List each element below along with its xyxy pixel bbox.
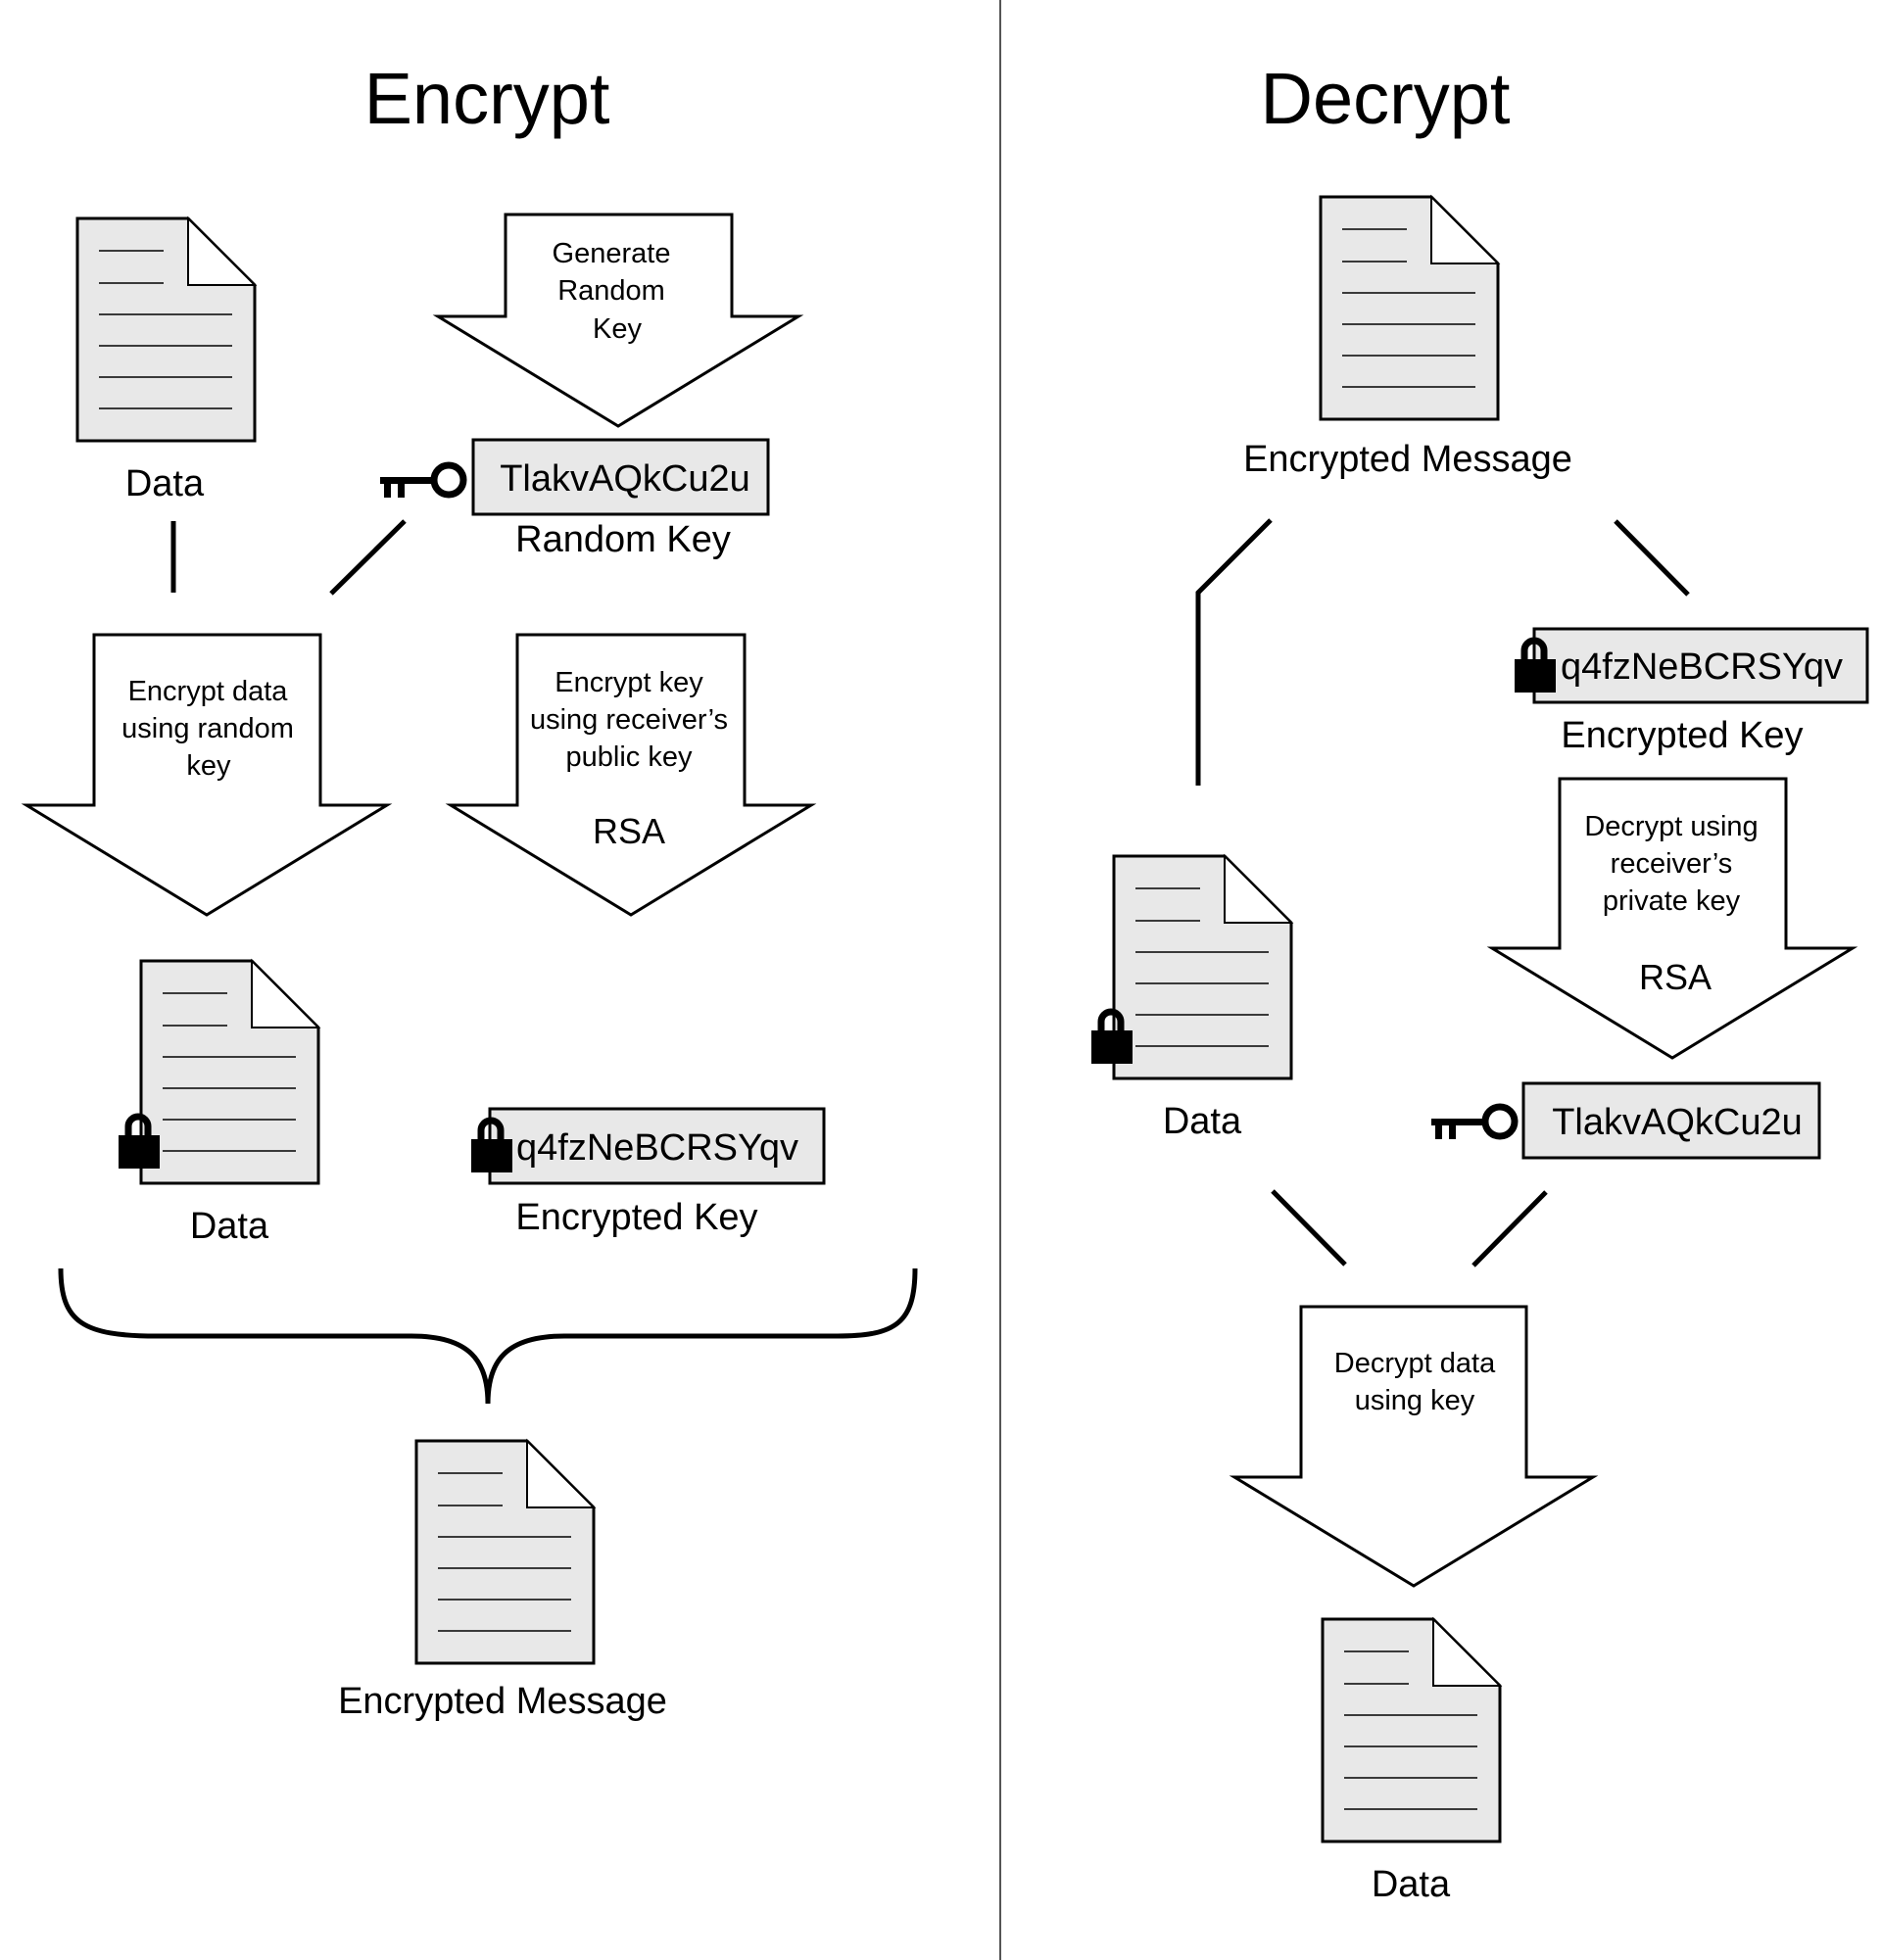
decrypt-key-arrow — [1486, 777, 1858, 1060]
key-icon — [1431, 1107, 1515, 1139]
decrypt-key-line-3: private key — [1603, 885, 1741, 917]
decrypt-encrypted-key-box — [1532, 627, 1869, 704]
encrypted-data-label: Data — [190, 1206, 269, 1247]
connector-line — [329, 519, 407, 596]
decrypt-output-label: Data — [1372, 1864, 1451, 1905]
random-key-label: Random Key — [515, 519, 731, 560]
key-icon — [380, 465, 463, 498]
encrypt-data-line-2: using random — [121, 713, 294, 744]
connector-line — [1271, 1189, 1347, 1267]
generate-key-arrow — [432, 213, 804, 428]
decrypt-key-algorithm: RSA — [1639, 957, 1712, 997]
decrypt-key-step: Decrypt using receiver’s private key RSA — [1486, 777, 1858, 1060]
decrypt-key-line-1: Decrypt using — [1584, 811, 1758, 842]
encrypt-panel: Encrypt Data Generate Random Key TlakvAQ… — [21, 58, 918, 1722]
encrypted-key-value: q4fzNeBCRSYqv — [516, 1127, 798, 1169]
encrypt-data-line-3: key — [186, 750, 231, 782]
generate-step-line-3: Key — [593, 313, 642, 345]
encrypted-key-box — [488, 1107, 826, 1185]
generate-random-key-step: Generate Random Key — [432, 213, 804, 428]
decrypt-panel: Decrypt Encrypted Message q4fzNeBCRSYqv … — [1091, 58, 1869, 1905]
encrypt-key-line-2: using receiver’s — [530, 704, 728, 736]
connector-line — [1614, 519, 1690, 597]
document-icon — [1112, 854, 1293, 1080]
document-icon — [1321, 1617, 1502, 1843]
combine-brace — [58, 1267, 918, 1405]
generate-step-line-2: Random — [557, 275, 665, 307]
decrypt-data-line-2: using key — [1355, 1385, 1475, 1416]
connector-line — [1471, 1190, 1548, 1267]
decrypt-random-key-value: TlakvAQkCu2u — [1552, 1102, 1803, 1143]
encrypt-data-label: Data — [125, 463, 205, 504]
encrypt-data-step: Encrypt data using random key — [21, 633, 393, 917]
random-key-box — [471, 438, 770, 516]
decrypt-random-key-box — [1521, 1081, 1821, 1160]
document-icon — [75, 216, 257, 443]
decrypt-title: Decrypt — [1261, 58, 1511, 139]
decrypt-data-step: Decrypt data using key — [1229, 1305, 1599, 1588]
encrypted-key-label: Encrypted Key — [515, 1197, 757, 1238]
document-icon — [139, 959, 320, 1185]
encrypt-key-arrow — [445, 633, 817, 917]
connector-line — [1195, 518, 1273, 786]
encrypted-message-label: Encrypted Message — [338, 1681, 667, 1722]
decrypt-encrypted-data-label: Data — [1163, 1101, 1242, 1142]
document-icon — [414, 1439, 596, 1665]
decrypt-message-label: Encrypted Message — [1243, 439, 1572, 480]
encrypt-key-step: Encrypt key using receiver’s public key … — [445, 633, 817, 917]
decrypt-encrypted-key-label: Encrypted Key — [1561, 715, 1803, 756]
encrypt-key-algorithm: RSA — [593, 811, 665, 851]
decrypt-data-arrow — [1229, 1305, 1599, 1588]
encrypt-key-line-1: Encrypt key — [555, 667, 703, 698]
encrypt-key-line-3: public key — [566, 741, 693, 773]
decrypt-data-line-1: Decrypt data — [1334, 1348, 1496, 1379]
random-key-value: TlakvAQkCu2u — [500, 458, 750, 500]
decrypt-encrypted-key-value: q4fzNeBCRSYqv — [1561, 646, 1843, 688]
document-icon — [1319, 195, 1500, 421]
encrypt-title: Encrypt — [364, 58, 610, 139]
generate-step-line-1: Generate — [553, 238, 671, 269]
encrypt-data-line-1: Encrypt data — [128, 676, 289, 707]
encrypt-data-arrow — [21, 633, 393, 917]
decrypt-key-line-2: receiver’s — [1611, 848, 1733, 880]
